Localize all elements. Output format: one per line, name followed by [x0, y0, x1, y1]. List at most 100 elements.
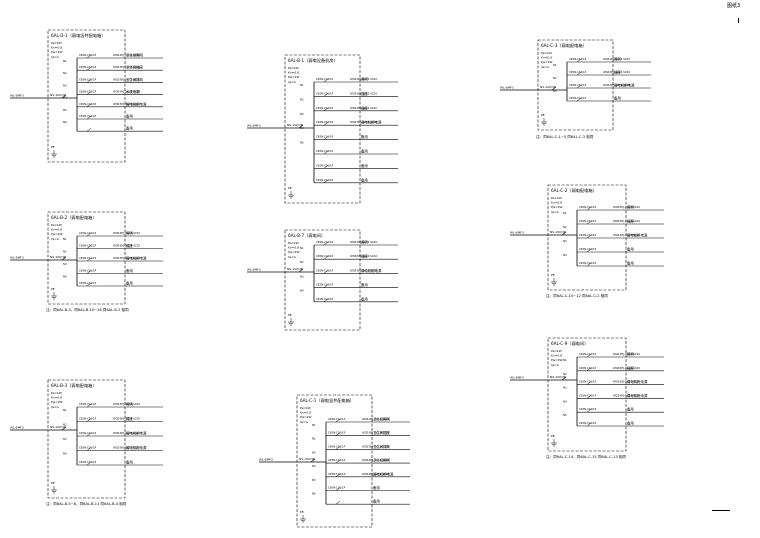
circuit-cable: WDZ-BYJ-3x2.5-SC20: [613, 219, 640, 223]
panel-note: 注：同6AL-B-3，同6AL-B-10~16 同6AL-8-2 相同: [46, 307, 129, 312]
circuit-breaker-label: C65N-C16/1P: [328, 431, 346, 435]
circuit-breaker-symbol: [323, 241, 329, 246]
earth-symbol: [51, 150, 57, 158]
circuit-breaker-symbol: [323, 107, 329, 111]
panel-spec-line: Kx=0.8: [551, 201, 562, 205]
panel-enclosure: [47, 29, 126, 163]
circuit-code: N2: [563, 225, 567, 229]
circuit-breaker-symbol: [323, 136, 329, 140]
circuit-breaker-symbol: [323, 179, 329, 183]
circuit-breaker-symbol: [323, 122, 329, 126]
circuit-breaker-symbol: [586, 248, 592, 253]
circuit-breaker-label: C65N-C16/1P: [579, 247, 597, 251]
panel-p1: 6AL-D-1（弱电竖井配电箱）Pe=kWKx=0.8Pjs=kWIjs=AWL…: [10, 29, 163, 163]
panel-header: 6AL-C-9（弱电间）: [551, 340, 588, 347]
circuit-load-label: 弱电机柜电源: [627, 393, 648, 398]
circuit-breaker-symbol: [323, 165, 329, 169]
circuit-load-label: 卫生间插座: [126, 65, 144, 70]
circuit-breaker-label: C65N-C16/1P: [316, 283, 334, 287]
panel-p9: 6AL-C-9（弱电间）Pe=kWKx=0.8Pjs=kWIjs=AWL-6MF…: [510, 337, 664, 459]
circuit-load-label: 卫生间插座: [373, 430, 391, 435]
circuit-code: N1: [563, 211, 567, 215]
circuit-breaker-label: C65N-C16/1P: [579, 380, 597, 384]
circuit-load-label: 备用: [361, 149, 368, 154]
circuit-breaker-symbol: [86, 127, 92, 132]
circuit-breaker-label: C65N-C16/1P: [79, 269, 97, 273]
circuit-breaker-symbol: [86, 91, 92, 95]
panel-spec-line: Pjs=kW: [51, 232, 62, 236]
circuit-cable: WDZ-BYJ-3x2.5-SC20: [113, 77, 140, 81]
main-breaker-label: NS-100/3P: [550, 375, 566, 379]
circuit-cable: WDZ-BYJ-3x2.5-SC20: [350, 268, 377, 272]
circuit-load-label: 备用: [627, 247, 634, 252]
circuit-load-label: 照明: [614, 58, 621, 62]
panel-header: 6AL-C-2（弱电配电箱）: [551, 187, 597, 194]
circuit-cable: WDZ-BYJ-3x2.5-SC20: [613, 393, 640, 397]
panel-spec-line: Pe=kW: [51, 41, 62, 45]
circuit-breaker-label: C65N-C16/1P: [316, 297, 334, 301]
panel-header: 6AL-D-1（弱电竖井配电箱）: [51, 32, 105, 39]
circuit-code: N2: [63, 250, 67, 254]
panel-spec-line: Ijs=A: [51, 405, 60, 409]
circuit-breaker-symbol: [586, 395, 592, 399]
circuit-breaker-label: C65N-C16/1P: [79, 77, 97, 81]
circuit-breaker-symbol: [335, 418, 341, 423]
earth-label: PE: [51, 481, 55, 485]
circuit-breaker-symbol: [335, 459, 341, 464]
circuit-code: N1: [63, 408, 67, 412]
circuit-load-label: 备用: [361, 134, 368, 139]
circuit-breaker-label: C65N-C16/1P: [316, 106, 334, 110]
circuit-cable: WDZ-BYJ-3x2.5-SC20: [113, 431, 140, 435]
panel-spec-line: Kx=0.8: [288, 71, 299, 75]
circuit-load-label: 备用: [627, 421, 634, 426]
circuit-code: N5: [300, 141, 304, 145]
circuit-code: N3: [63, 262, 67, 266]
earth-label: PE: [288, 186, 292, 190]
feeder-label: WL-6MF3: [10, 94, 24, 98]
panel-spec-line: Pjs=kW: [288, 250, 299, 254]
circuit-load-label: 照明: [361, 241, 368, 245]
earth-label: PE: [51, 145, 55, 149]
circuit-breaker-symbol: [86, 67, 92, 71]
circuit-breaker-label: C65N-C16/1P: [579, 205, 597, 209]
panel-spec-line: Kx=0.8: [541, 56, 552, 60]
circuit-code: N4: [63, 275, 67, 279]
circuit-breaker-symbol: [86, 432, 92, 437]
circuit-breaker-label: C65N-C16/1P: [579, 366, 597, 370]
panel-enclosure: [537, 39, 614, 131]
circuit-cable: WDZ-BYJ-3x2.5-SC20: [613, 205, 640, 209]
circuit-breaker-symbol: [335, 487, 341, 491]
panel-spec-line: Pe=kW: [551, 349, 562, 353]
circuit-load-label: 插座: [627, 365, 634, 370]
circuit-cable: WDZ-BYJ-3x2.5-SC20: [113, 65, 140, 69]
circuit-breaker-label: C65N-C16/1P: [569, 83, 587, 87]
circuit-breaker-symbol: [86, 103, 92, 107]
circuit-breaker-label: C65N-C16/1P: [79, 402, 97, 406]
circuit-breaker-symbol: [86, 257, 92, 262]
circuit-breaker-symbol: [335, 446, 341, 450]
circuit-code: N4: [300, 289, 304, 293]
circuit-breaker-label: C65N-C16/1P: [79, 90, 97, 94]
earth-label: PE: [541, 113, 545, 117]
circuit-cable: WDZ-BYJ-3x2.5-SC20: [113, 90, 140, 94]
circuit-breaker-label: C65N-C16/1P: [79, 244, 97, 248]
feeder-label: WL-6MF3: [259, 458, 273, 462]
main-breaker-label: NS-100/3P: [550, 230, 566, 234]
panel-p6: 6AL-C-1（弱电竖井配电箱）Pe=kWKx=0.8Pjs=kWIjs=AWL…: [259, 394, 410, 528]
main-breaker-symbol: [310, 458, 316, 463]
circuit-code: N4: [63, 96, 67, 100]
main-breaker-symbol: [561, 231, 567, 236]
feeder-label: WL-6MF3: [247, 124, 261, 128]
panel-spec-line: Pe=kW: [551, 196, 562, 200]
panel-spec-line: Pe=kW: [288, 241, 299, 245]
